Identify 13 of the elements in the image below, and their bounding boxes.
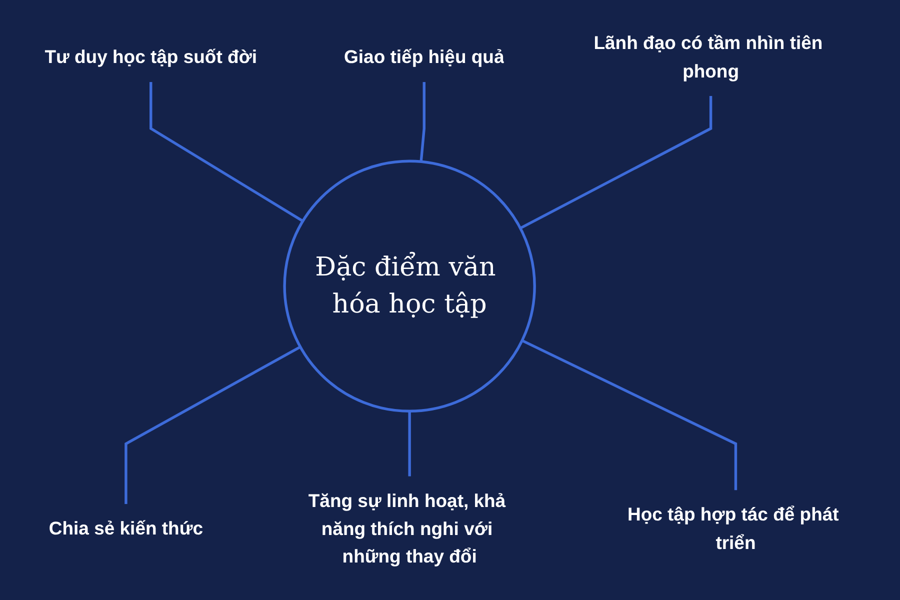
connector <box>420 82 426 162</box>
node-text: Tư duy học tập suốt đời <box>44 46 258 68</box>
node-text: Lãnh đạo có tầm nhìn tiên phong <box>594 32 823 82</box>
connector <box>124 346 301 504</box>
node-text: Chia sẻ kiến thức <box>48 518 204 539</box>
connector <box>522 339 738 490</box>
connector <box>520 96 712 230</box>
node-text: Học tập hợp tác để phát triển <box>627 504 839 553</box>
node-text: Tăng sự linh hoạt, khả năng thích nghi với những thay đổi <box>308 490 506 567</box>
connector <box>408 411 411 476</box>
connector <box>150 82 304 222</box>
node-circle: Đặc điểm văn hóa học tập <box>283 160 536 413</box>
node-text: Giao tiếp hiệu quả <box>344 46 504 68</box>
